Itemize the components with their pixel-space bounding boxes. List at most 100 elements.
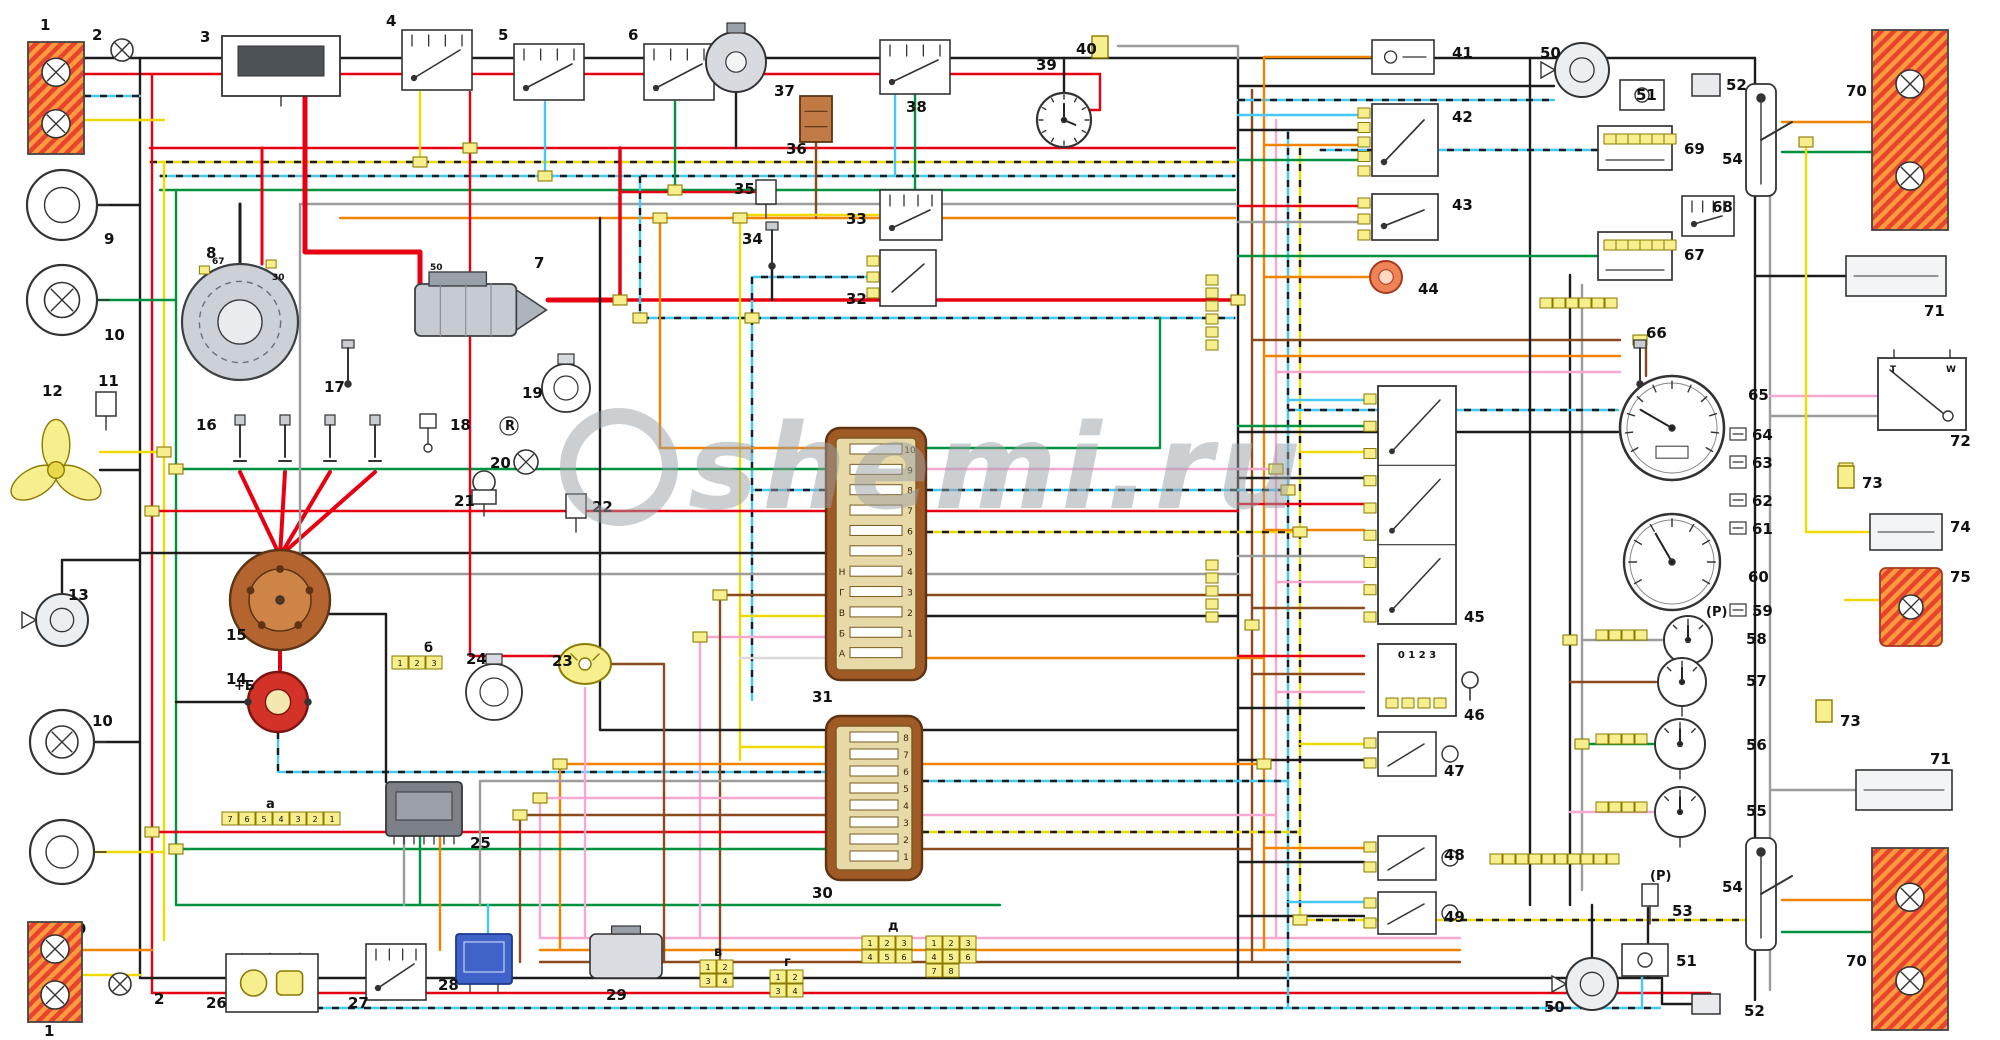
svg-text:3: 3 — [705, 977, 710, 986]
svg-text:61: 61 — [1752, 520, 1773, 538]
component-68: 68 — [1681, 195, 1735, 237]
svg-text:56: 56 — [1746, 736, 1767, 754]
svg-text:6: 6 — [903, 768, 909, 778]
svg-text:26: 26 — [206, 994, 227, 1012]
svg-text:22: 22 — [592, 498, 613, 516]
svg-text:5: 5 — [907, 548, 913, 558]
svg-text:67: 67 — [212, 257, 225, 267]
component-5: 5 — [498, 26, 585, 101]
svg-text:73: 73 — [1840, 712, 1861, 730]
svg-text:1: 1 — [397, 659, 402, 668]
component-24: 24 — [465, 650, 523, 721]
svg-text:2: 2 — [792, 973, 797, 982]
component-42: 42 — [1357, 103, 1473, 177]
component-71: 71 — [1845, 255, 1947, 320]
component-73: 73 — [1815, 699, 1861, 730]
svg-text:63: 63 — [1752, 454, 1773, 472]
svg-text:20: 20 — [490, 454, 511, 472]
component-9: 9 — [28, 818, 107, 938]
component-7: 7 — [414, 254, 548, 337]
component-15: 15 — [226, 548, 332, 652]
svg-text:2: 2 — [722, 963, 727, 972]
svg-text:г: г — [784, 955, 791, 970]
svg-text:R: R — [505, 419, 515, 434]
svg-text:54: 54 — [1722, 878, 1743, 896]
svg-text:Б: Б — [839, 629, 845, 639]
svg-text:3: 3 — [965, 939, 970, 948]
svg-text:46: 46 — [1464, 706, 1485, 724]
svg-text:В: В — [839, 609, 845, 619]
svg-text:1: 1 — [867, 939, 872, 948]
component-20: 20 — [490, 449, 539, 475]
svg-text:62: 62 — [1752, 492, 1773, 510]
svg-text:58: 58 — [1746, 630, 1767, 648]
svg-text:30: 30 — [812, 884, 833, 902]
component-39: 39 — [1035, 56, 1093, 149]
component-22: 22 — [565, 493, 613, 533]
component-71: 71 — [1855, 750, 1953, 811]
svg-text:57: 57 — [1746, 672, 1767, 690]
component-35: 35 — [734, 179, 777, 219]
svg-text:2: 2 — [884, 939, 889, 948]
svg-text:40: 40 — [1076, 40, 1097, 58]
svg-text:Г: Г — [839, 589, 845, 599]
svg-text:4: 4 — [722, 977, 727, 986]
svg-text:50: 50 — [430, 263, 443, 273]
svg-text:8: 8 — [907, 487, 913, 497]
component-41: 41 — [1371, 39, 1473, 75]
component-54: 54 — [1722, 837, 1793, 951]
svg-text:71: 71 — [1930, 750, 1951, 768]
component-50: 50 — [1540, 42, 1610, 98]
component-16: 16 — [196, 414, 382, 462]
component-62: 62 — [1729, 492, 1773, 510]
svg-text:+Б: +Б — [234, 679, 255, 694]
svg-text:д: д — [888, 919, 899, 934]
component-75: 75 — [1879, 567, 1971, 647]
svg-text:2: 2 — [907, 609, 913, 619]
svg-text:67: 67 — [1684, 246, 1705, 264]
svg-text:11: 11 — [98, 372, 119, 390]
svg-text:32: 32 — [846, 290, 867, 308]
component-61: 61 — [1729, 520, 1773, 538]
svg-text:28: 28 — [438, 976, 459, 994]
svg-text:30: 30 — [272, 273, 285, 283]
svg-text:12: 12 — [42, 382, 63, 400]
component-69: 69 — [1597, 125, 1705, 171]
component-65: 65 — [1618, 374, 1769, 482]
component-8: 8 — [180, 244, 300, 382]
svg-text:3: 3 — [295, 815, 300, 824]
svg-text:23: 23 — [552, 652, 573, 670]
svg-text:А: А — [839, 650, 846, 660]
svg-text:4: 4 — [792, 987, 797, 996]
component-26: 26 — [206, 953, 319, 1013]
svg-text:5: 5 — [903, 785, 909, 795]
svg-text:1: 1 — [931, 939, 936, 948]
svg-text:51: 51 — [1636, 86, 1657, 104]
svg-text:10: 10 — [104, 326, 125, 344]
svg-text:3: 3 — [907, 589, 913, 599]
svg-text:17: 17 — [324, 378, 345, 396]
svg-text:4: 4 — [931, 953, 936, 962]
svg-text:52: 52 — [1744, 1002, 1765, 1020]
component-52: 52 — [1691, 993, 1765, 1020]
component-46: 0 1 2 346 — [1377, 643, 1485, 724]
svg-text:9: 9 — [907, 466, 913, 476]
svg-text:37: 37 — [774, 82, 795, 100]
component-74: 74 — [1869, 513, 1971, 551]
component-40: 40 — [1076, 35, 1109, 59]
component-47: 47 — [1363, 731, 1465, 780]
svg-text:71: 71 — [1924, 302, 1945, 320]
svg-text:3: 3 — [903, 819, 909, 829]
svg-text:68: 68 — [1712, 198, 1733, 216]
svg-text:в: в — [714, 945, 722, 960]
wire-connectors — [144, 136, 1854, 926]
svg-text:1: 1 — [705, 963, 710, 972]
svg-text:29: 29 — [606, 986, 627, 1004]
component-64: 64 — [1729, 426, 1773, 444]
svg-text:51: 51 — [1676, 952, 1697, 970]
svg-text:7: 7 — [903, 751, 909, 761]
component-12: 12 — [10, 382, 102, 501]
svg-text:35: 35 — [734, 180, 755, 198]
svg-text:6: 6 — [901, 953, 906, 962]
